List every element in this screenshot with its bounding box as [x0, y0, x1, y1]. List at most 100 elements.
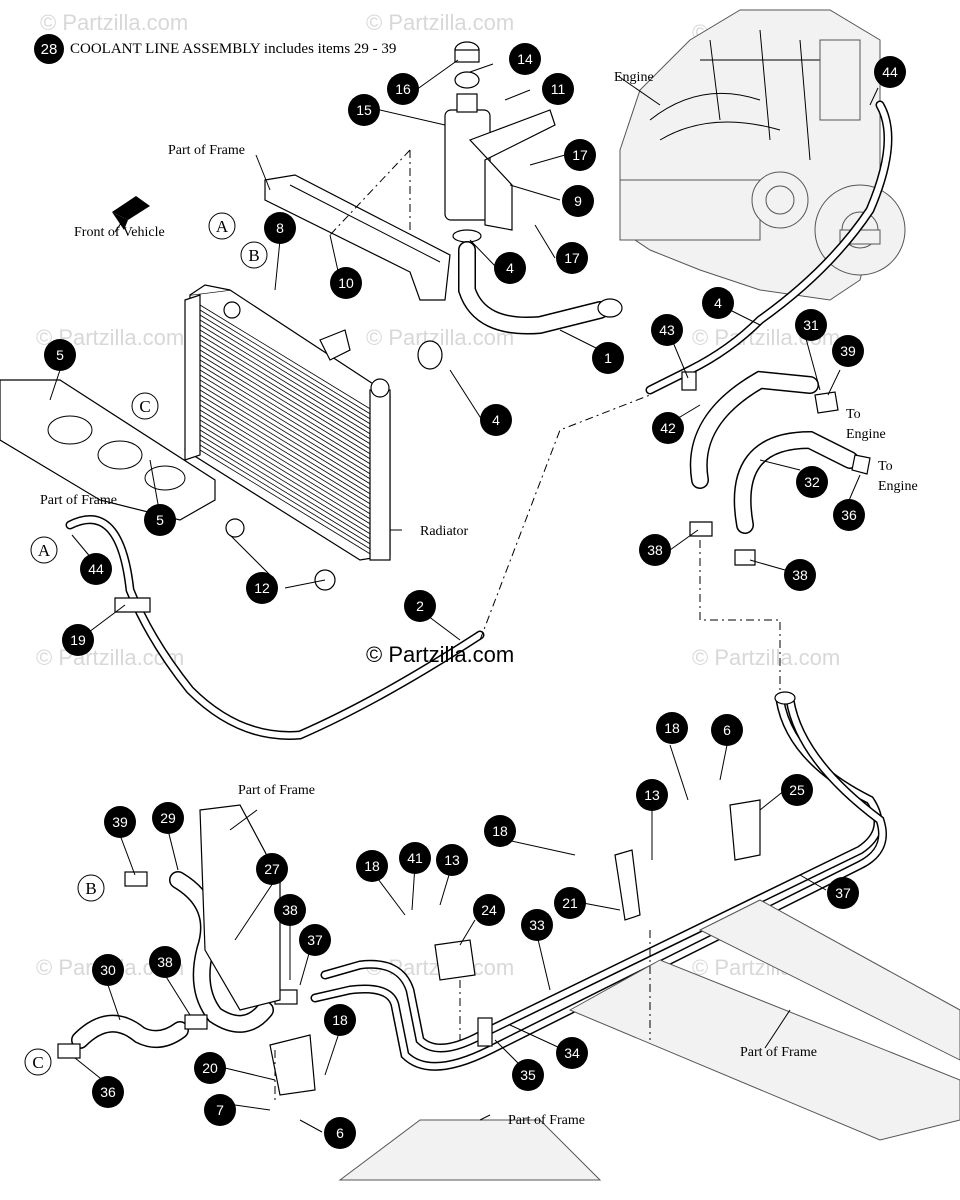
callout-18-3: 18	[356, 850, 388, 882]
callout-33: 33	[521, 909, 553, 941]
svg-text:20: 20	[202, 1060, 218, 1076]
svg-text:18: 18	[364, 858, 380, 874]
assembly-badge: 28	[34, 34, 64, 64]
callout-4: 4	[494, 252, 526, 284]
label-part-of-frame-left: Part of Frame	[40, 493, 117, 508]
callout-5-2: 5	[144, 504, 176, 536]
svg-text:34: 34	[564, 1045, 580, 1061]
svg-text:30: 30	[100, 962, 116, 978]
callout-6: 6	[711, 714, 743, 746]
svg-text:5: 5	[56, 347, 64, 363]
watermark: © Partzilla.com	[366, 10, 515, 35]
callout-24: 24	[473, 894, 505, 926]
svg-text:1: 1	[604, 350, 612, 366]
letter-markers: A B C A B C	[24, 212, 268, 1076]
callout-9: 9	[562, 185, 594, 217]
svg-text:4: 4	[506, 260, 514, 276]
svg-text:38: 38	[792, 567, 808, 583]
callout-19: 19	[62, 624, 94, 656]
callout-17-2: 17	[556, 242, 588, 274]
callout-43: 43	[651, 314, 683, 346]
callout-25: 25	[781, 774, 813, 806]
callout-18: 18	[656, 712, 688, 744]
label-part-of-frame-rail: Part of Frame	[740, 1045, 817, 1060]
callout-10: 10	[330, 267, 362, 299]
front-arrow-icon	[112, 196, 150, 220]
label-part-of-frame-bottom: Part of Frame	[508, 1113, 585, 1128]
letter-a-left: A	[30, 536, 58, 564]
callout-44-2: 44	[80, 553, 112, 585]
svg-text:37: 37	[307, 932, 323, 948]
callout-2: 2	[404, 590, 436, 622]
callout-37: 37	[827, 877, 859, 909]
callout-18-2: 18	[484, 815, 516, 847]
svg-text:9: 9	[574, 193, 582, 209]
svg-text:5: 5	[156, 512, 164, 528]
engine-drawing	[619, 9, 906, 301]
callout-38-4: 38	[149, 946, 181, 978]
callout-41: 41	[399, 842, 431, 874]
callout-7: 7	[204, 1094, 236, 1126]
callouts: 1244455667891011121313141516171718181818…	[44, 43, 906, 1149]
callout-30: 30	[92, 954, 124, 986]
letter-a-top: A	[208, 212, 236, 240]
callout-4-3: 4	[702, 287, 734, 319]
assembly-note: 28 COOLANT LINE ASSEMBLY includes items …	[34, 34, 396, 64]
callout-38-3: 38	[274, 894, 306, 926]
label-part-of-frame-top: Part of Frame	[168, 143, 245, 158]
svg-text:38: 38	[647, 542, 663, 558]
callout-6-2: 6	[324, 1117, 356, 1149]
svg-text:C: C	[139, 397, 150, 416]
radiator	[184, 284, 391, 561]
svg-text:12: 12	[254, 580, 270, 596]
frame-rail-top	[264, 174, 451, 301]
leader-lines	[49, 59, 879, 1133]
svg-text:36: 36	[841, 507, 857, 523]
svg-text:37: 37	[835, 885, 851, 901]
callout-13-2: 13	[436, 844, 468, 876]
svg-text:11: 11	[551, 81, 566, 97]
watermark: © Partzilla.com	[40, 10, 189, 35]
svg-text:18: 18	[332, 1012, 348, 1028]
callout-11: 11	[542, 73, 574, 105]
frame-rail-left	[0, 379, 216, 521]
letter-b-lower: B	[77, 874, 105, 902]
svg-text:29: 29	[160, 810, 176, 826]
callout-42: 42	[652, 412, 684, 444]
svg-text:A: A	[216, 217, 229, 236]
svg-text:4: 4	[714, 295, 722, 311]
label-engine-dest-1: Engine	[846, 427, 886, 442]
callout-36: 36	[833, 499, 865, 531]
svg-text:6: 6	[723, 722, 731, 738]
label-part-of-frame-mid: Part of Frame	[238, 783, 315, 798]
callout-8: 8	[264, 212, 296, 244]
copyright: © Partzilla.com	[366, 642, 515, 667]
svg-text:4: 4	[492, 412, 500, 428]
svg-text:41: 41	[407, 850, 423, 866]
callout-34: 34	[556, 1037, 588, 1069]
svg-text:42: 42	[660, 420, 676, 436]
callout-29: 29	[152, 802, 184, 834]
svg-text:7: 7	[216, 1102, 224, 1118]
label-to-2: To	[878, 459, 893, 474]
callout-21: 21	[554, 887, 586, 919]
callout-27: 27	[256, 853, 288, 885]
svg-text:17: 17	[564, 250, 580, 266]
callout-35: 35	[512, 1059, 544, 1091]
svg-text:19: 19	[70, 632, 86, 648]
svg-text:36: 36	[100, 1084, 116, 1100]
callout-38: 38	[639, 534, 671, 566]
callout-12: 12	[246, 572, 278, 604]
svg-text:2: 2	[416, 598, 424, 614]
callout-4-2: 4	[480, 404, 512, 436]
callout-16: 16	[387, 73, 419, 105]
callout-31: 31	[795, 309, 827, 341]
callout-39-2: 39	[104, 806, 136, 838]
svg-text:24: 24	[481, 902, 497, 918]
svg-text:39: 39	[112, 814, 128, 830]
letter-b-top: B	[240, 241, 268, 269]
svg-text:21: 21	[562, 895, 578, 911]
svg-text:14: 14	[517, 51, 533, 67]
